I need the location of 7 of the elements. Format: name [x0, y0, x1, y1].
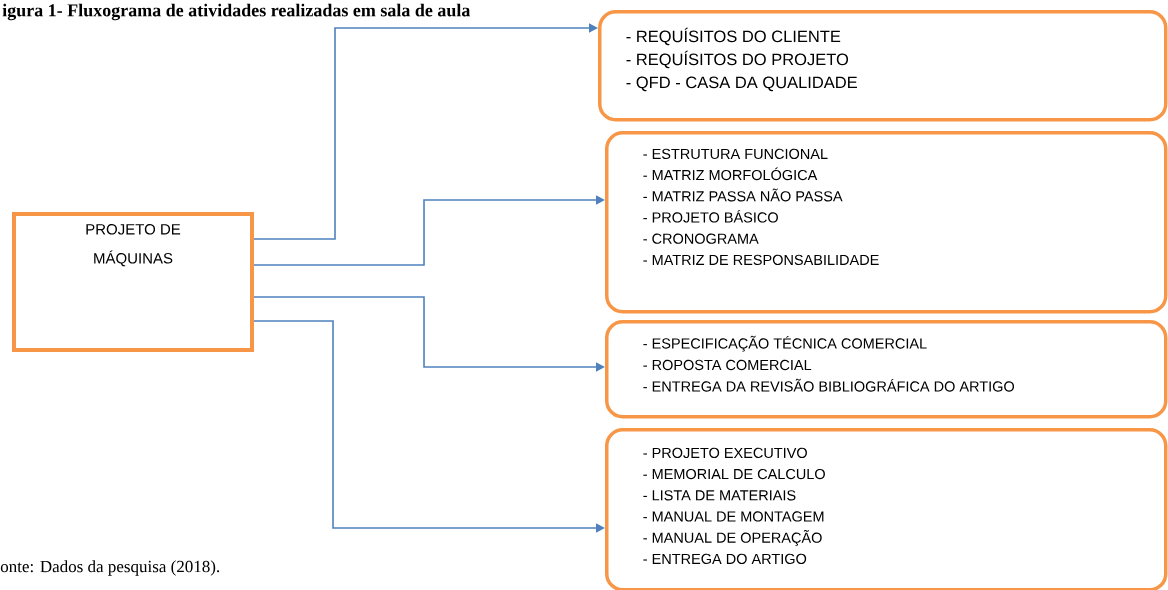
figure-title: igura 1- Fluxograma de atividades realizadas em sala de aula [2, 3, 471, 21]
list-box: - REQUÍSITOS DO CLIENTE - REQUÍSITOS DO PROJETO - QFD - CASA DA QUALIDADE [598, 10, 1168, 122]
list-box: - ESTRUTURA FUNCIONAL - MATRIZ MORFOLÓGICA - MATRIZ PASSA NÃO PASSA - PROJETO BÁSICO - CRONOGRAMA - MATRIZ DE RESPONSABILIDADE [605, 131, 1168, 314]
process-box: PROJETO DE MÁQUINAS [12, 212, 254, 352]
list-box: - ESPECIFICAÇÃO TÉCNICA COMERCIAL - ROPOSTA COMERCIAL - ENTREGA DA REVISÃO BIBLIOGRÁFICA DO ARTIGO [605, 320, 1168, 419]
list-box: - PROJETO EXECUTIVO - MEMORIAL DE CALCULO - LISTA DE MATERIAIS - MANUAL DE MONTAGEM - MANUAL DE OPERAÇÃO - ENTREGA DO ARTIGO [605, 428, 1168, 590]
source-note: onte: Dados da pesquisa (2018). [0, 560, 220, 576]
